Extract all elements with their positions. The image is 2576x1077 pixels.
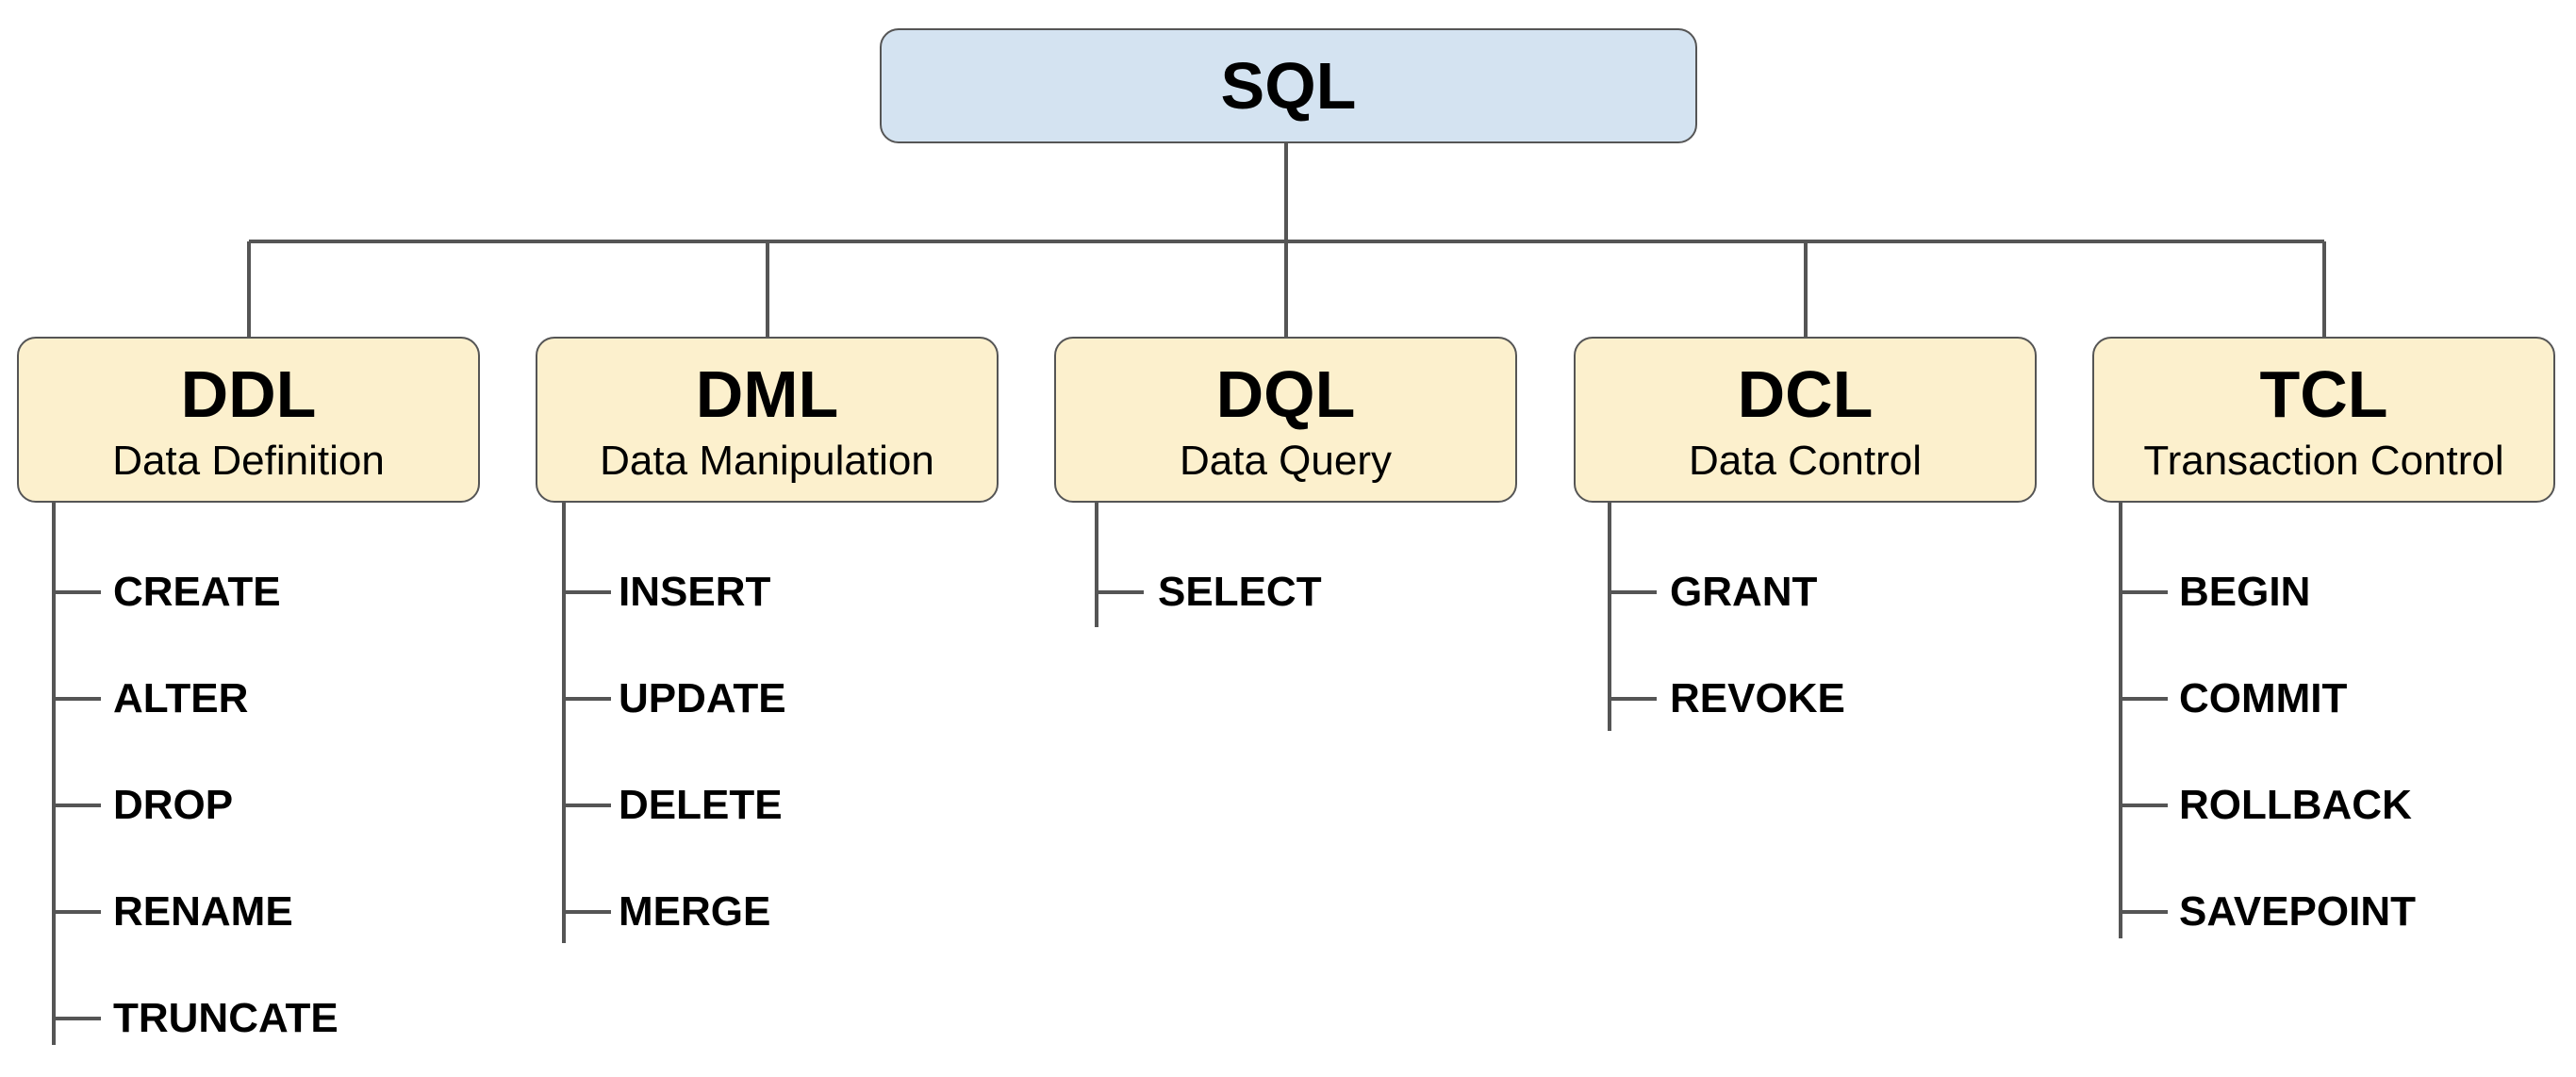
category-dcl: DCL Data Control	[1574, 337, 2037, 503]
command-delete: DELETE	[619, 782, 783, 828]
command-drop: DROP	[113, 782, 234, 828]
command-savepoint: SAVEPOINT	[2179, 888, 2417, 935]
category-abbr: DDL	[180, 357, 317, 431]
category-name: Data Manipulation	[600, 438, 934, 484]
command-alter: ALTER	[113, 675, 249, 721]
category-tcl: TCL Transaction Control	[2092, 337, 2555, 503]
category-abbr: DML	[695, 357, 839, 431]
category-abbr: DCL	[1737, 357, 1874, 431]
command-insert: INSERT	[619, 569, 771, 615]
command-grant: GRANT	[1670, 569, 1818, 615]
root-node-sql: SQL	[880, 28, 1697, 143]
command-revoke: REVOKE	[1670, 675, 1845, 721]
category-name: Data Control	[1688, 438, 1922, 484]
command-merge: MERGE	[619, 888, 771, 935]
category-ddl: DDL Data Definition	[17, 337, 480, 503]
command-select: SELECT	[1158, 569, 1322, 615]
command-create: CREATE	[113, 569, 281, 615]
category-name: Data Query	[1180, 438, 1392, 484]
category-dql: DQL Data Query	[1054, 337, 1517, 503]
command-update: UPDATE	[619, 675, 786, 721]
category-abbr: TCL	[2259, 357, 2388, 431]
command-rename: RENAME	[113, 888, 293, 935]
command-rollback: ROLLBACK	[2179, 782, 2412, 828]
category-dml: DML Data Manipulation	[536, 337, 999, 503]
command-truncate: TRUNCATE	[113, 995, 339, 1041]
command-commit: COMMIT	[2179, 675, 2348, 721]
root-title: SQL	[1220, 49, 1357, 123]
command-begin: BEGIN	[2179, 569, 2311, 615]
category-name: Data Definition	[112, 438, 385, 484]
category-name: Transaction Control	[2143, 438, 2504, 484]
category-abbr: DQL	[1215, 357, 1356, 431]
